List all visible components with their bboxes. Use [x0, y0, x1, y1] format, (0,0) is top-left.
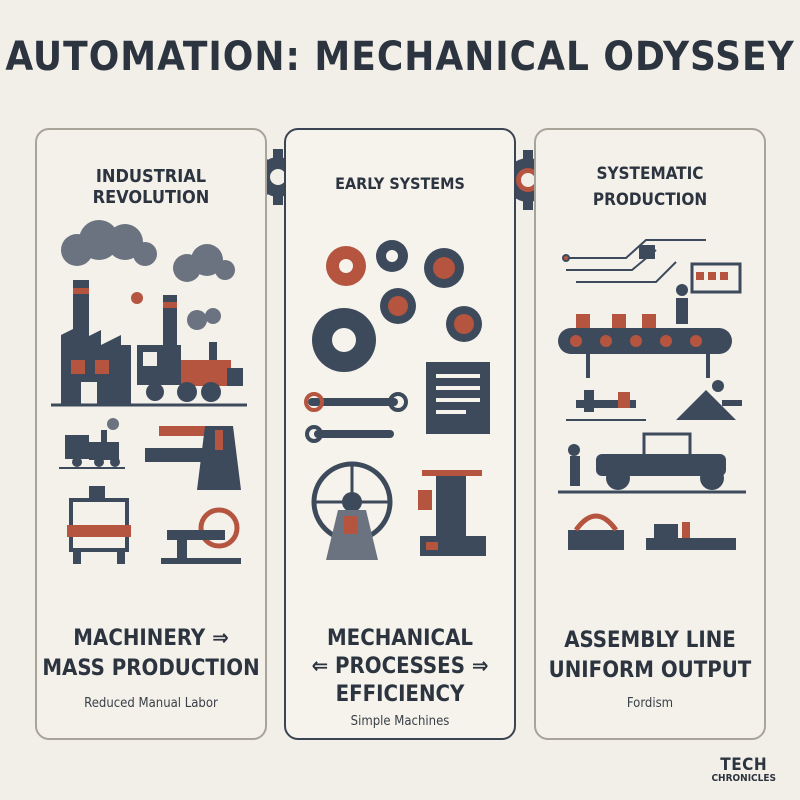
panel-industrial-revolution: INDUSTRIAL REVOLUTION MACHINERY ⇒ MASS P…	[35, 128, 267, 740]
flow-lines-icon	[562, 239, 706, 283]
seated-worker-icon	[676, 380, 742, 420]
panel-main-line3: EFFICIENCY	[335, 682, 465, 707]
parts-rack-icon	[690, 262, 742, 294]
conveyor-belt-icon	[558, 314, 732, 378]
flywheel-engine-icon	[161, 507, 241, 564]
gears-cluster-icon	[312, 240, 482, 372]
panel-main-line1: ASSEMBLY LINE	[564, 628, 736, 653]
machine-tool-icon	[566, 390, 646, 421]
panel-subtitle: Reduced Manual Labor	[84, 696, 218, 711]
panel-main-line1: MACHINERY ⇒	[73, 626, 229, 651]
locomotive-icon	[51, 342, 247, 407]
panel-subtitle: Fordism	[626, 696, 674, 711]
steam-engine-icon	[418, 470, 486, 556]
loom-machine-icon	[145, 426, 241, 490]
press-machine-icon	[568, 513, 736, 550]
car-icon	[558, 432, 746, 494]
panel-main-line1: MECHANICAL	[326, 626, 473, 651]
factory-icon	[61, 280, 177, 405]
logo-line1: TECH	[720, 755, 768, 775]
systematic-production-illustration	[558, 239, 746, 550]
panel-main-line2: UNIFORM OUTPUT	[548, 658, 752, 683]
worker-icon	[676, 284, 688, 324]
logo-line2: CHRONICLES	[711, 773, 776, 784]
document-icon	[426, 362, 490, 434]
panel-systematic-production: SYSTEMATIC PRODUCTION ASSEMBLY LINE UNIF…	[534, 128, 766, 740]
panel-main-line2: ⇐ PROCESSES ⇒	[311, 654, 489, 679]
press-icon	[67, 486, 131, 564]
panel-early-systems: EARLY SYSTEMS MECHANICAL ⇐ PROCESSES ⇒ E…	[284, 128, 516, 740]
panel-heading-line1: SYSTEMATIC	[596, 164, 704, 184]
panel-subtitle: Simple Machines	[350, 714, 450, 729]
wrench-icon	[304, 392, 408, 443]
panel-main-line2: MASS PRODUCTION	[42, 656, 260, 681]
panel-heading: EARLY SYSTEMS	[335, 174, 465, 193]
page-title: AUTOMATION: MECHANICAL ODYSSEY	[5, 34, 795, 80]
early-systems-illustration	[304, 240, 490, 560]
panel-heading: INDUSTRIAL REVOLUTION	[92, 166, 210, 208]
small-train-icon	[59, 418, 125, 469]
panel-heading-line2: PRODUCTION	[592, 190, 708, 210]
industrial-revolution-illustration	[51, 220, 247, 564]
water-wheel-icon	[311, 461, 393, 560]
brand-logo: TECH CHRONICLES	[711, 755, 776, 786]
